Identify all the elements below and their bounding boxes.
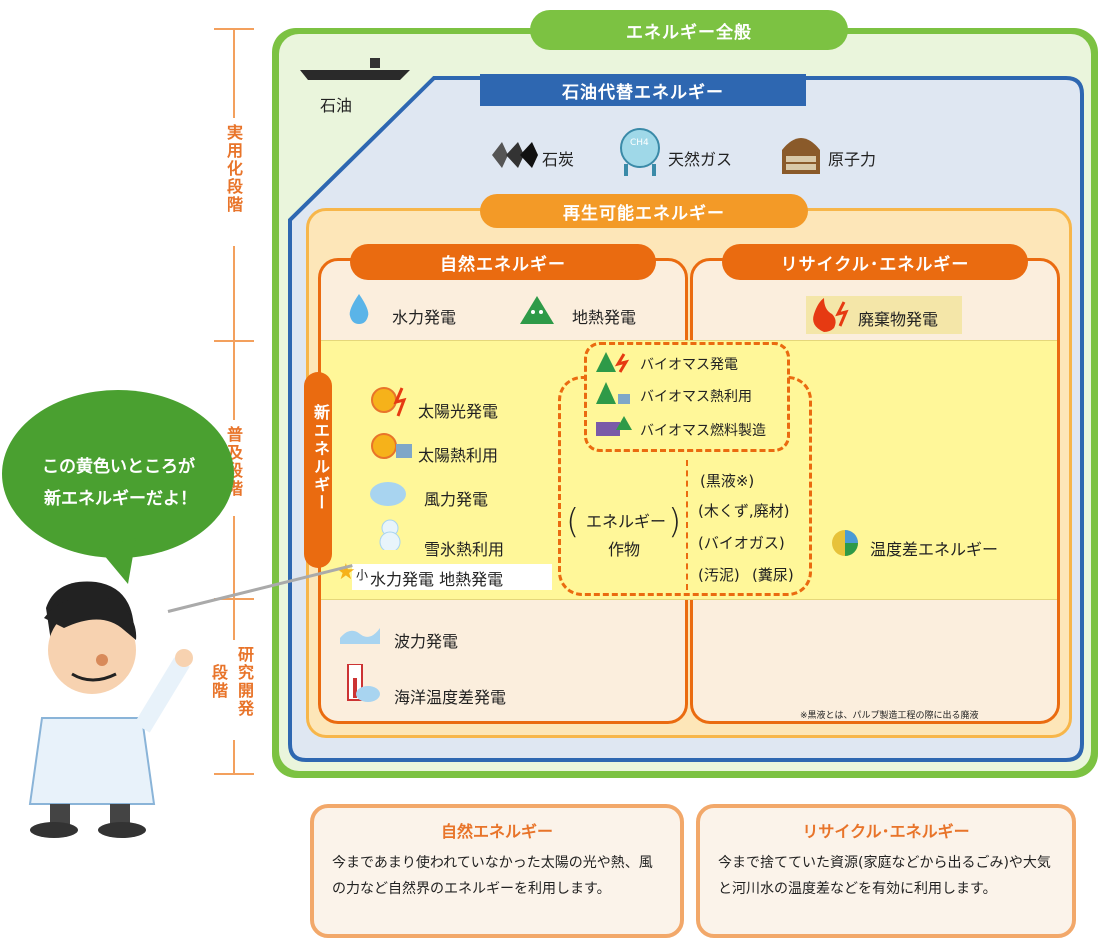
info-recycle-body: 今まで捨てていた資源(家庭などから出るごみ)や大気と河川水の温度差などを有効に利… [718,855,1051,897]
biomass-divider [686,460,690,590]
stage-axis-line [233,28,235,773]
small-prefix: 小 [356,568,369,582]
hydro-label: 水力発電 [392,308,457,327]
stage-label-research-a: 研究開発 [235,646,254,718]
oil-tanker-icon [300,58,410,86]
energy-all-header: エネルギー全般 [530,10,848,50]
oil-alt-header-bg [480,74,806,106]
renewable-header: 再生可能エネルギー [480,194,808,228]
tree-power-icon [594,350,634,378]
solar-power-label: 太陽光発電 [418,402,499,421]
stage-tick-2 [214,598,254,600]
coal-icon [492,140,538,174]
info-box-recycle: リサイクル･エネルギー 今まで捨てていた資源(家庭などから出るごみ)や大気と河川… [696,804,1076,938]
water-drop-icon [348,294,370,328]
info-recycle-title: リサイクル･エネルギー [802,822,970,841]
crop-paren-left: ( [566,502,580,542]
star-pointer-icon: ★ [336,560,356,585]
teacher-character [28,581,193,838]
natural-header: 自然エネルギー [350,244,656,280]
wood-label: (木くず,廃材) [698,502,790,520]
biomass-top-border [584,342,790,452]
wave-label: 波力発電 [394,632,459,651]
oil-alt-header: 石油代替エネルギー [562,82,724,103]
speech-line1: この黄色いところが [42,457,195,477]
small-hydro-geo-label: 水力発電 地熱発電 [370,570,504,589]
nuclear-plant-icon [778,130,824,178]
wave-icon [340,620,380,648]
volcano-icon [520,296,554,328]
temp-diff-icon [830,528,860,562]
nuclear-label: 原子力 [828,150,877,169]
info-natural-title: 自然エネルギー [440,822,553,841]
info-box-natural: 自然エネルギー 今まであまり使われていなかった太陽の光や熱、風の力など自然界のエ… [310,804,684,938]
solar-heat-label: 太陽熱利用 [418,446,499,465]
info-natural-body: 今まであまり使われていなかった太陽の光や熱、風の力など自然界のエネルギーを利用し… [332,855,653,897]
snow-ice-label: 雪氷熱利用 [424,540,505,559]
new-energy-label: 新エネルギー [311,404,330,512]
stage-tick-top [214,28,254,30]
small-hydro-box [352,564,552,590]
stage-label-research-b: 段階 [209,664,228,700]
stage-label-practical-bg [222,118,246,246]
oil-label: 石油 [320,96,353,115]
crop-line1: エネルギー [586,512,667,531]
waste-power-label: 廃棄物発電 [858,310,939,329]
crop-paren-right: ) [668,502,682,542]
wind-label: 風力発電 [424,490,489,509]
manure-label: (糞尿) [752,566,794,584]
sludge-label: (汚泥) [698,566,740,584]
snowman-icon [370,518,410,554]
natural-gas-label: 天然ガス [668,150,733,169]
speech-line2: 新エネルギーだよ！ [44,489,197,509]
stage-tick-bottom [214,773,254,775]
geothermal-label: 地熱発電 [572,308,637,327]
speech-bubble [2,390,234,584]
natural-gas-tank-icon [614,128,666,180]
crop-line2: 作物 [608,540,641,559]
ocean-thermometer-icon [340,663,380,708]
ch4-label: CH4 [630,138,649,148]
stage-tick-1 [214,340,254,342]
recycle-header: リサイクル･エネルギー [722,244,1028,280]
sun-power-icon [368,382,416,422]
tree-heat-icon [594,380,634,410]
sun-heat-icon [368,428,416,468]
biomass-heat-label: バイオマス熱利用 [640,389,752,405]
black-liquor-label: (黒液※) [700,472,755,490]
temp-diff-label: 温度差エネルギー [870,540,999,559]
biomass-fuel-label: バイオマス燃料製造 [640,423,766,439]
biogas-label: (バイオガス) [698,534,785,552]
coal-label: 石炭 [542,150,575,169]
wind-cloud-icon [368,478,408,512]
ocean-thermal-label: 海洋温度差発電 [394,688,507,707]
biomass-power-label: バイオマス発電 [640,357,738,373]
footnote: ※黒液とは、パルプ製造工程の際に出る廃液 [800,711,979,721]
waste-fire-icon [810,298,854,336]
stage-label-research-bg [200,640,256,740]
stage-label-practical: 実用化段階 [224,124,243,214]
new-energy-pill [304,372,332,568]
biomass-fuel-icon [596,414,636,442]
